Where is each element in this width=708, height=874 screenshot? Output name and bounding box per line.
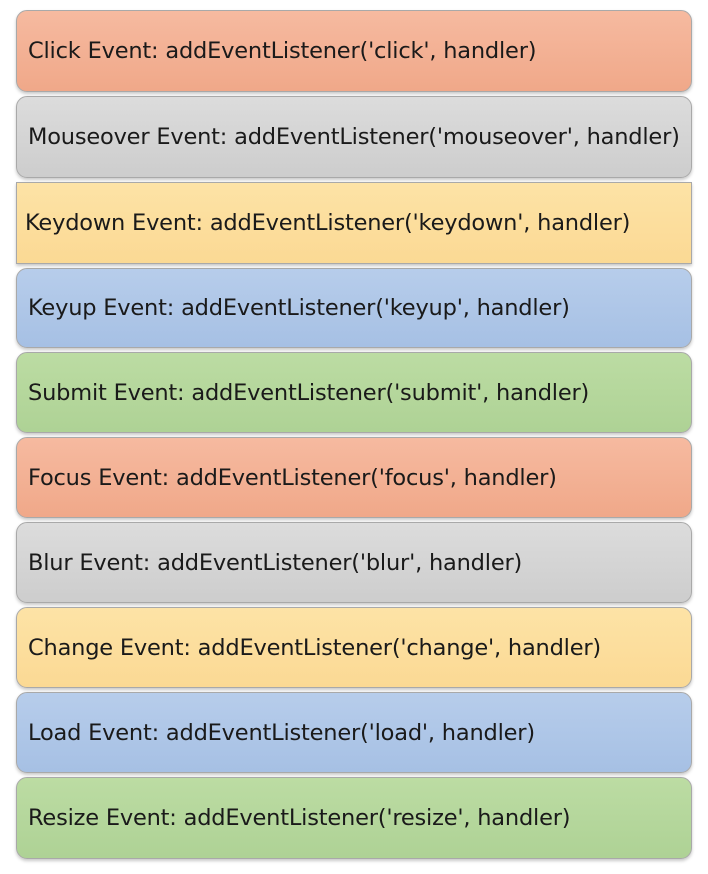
event-card-load: Load Event: addEventListener('load', han…: [16, 692, 692, 773]
event-label-focus: Focus Event: addEventListener('focus', h…: [28, 464, 557, 491]
event-card-blur: Blur Event: addEventListener('blur', han…: [16, 522, 692, 603]
event-label-keydown: Keydown Event: addEventListener('keydown…: [25, 210, 631, 236]
event-label-mouseover: Mouseover Event: addEventListener('mouse…: [28, 124, 680, 150]
event-card-resize: Resize Event: addEventListener('resize',…: [16, 777, 692, 859]
event-card-mouseover: Mouseover Event: addEventListener('mouse…: [16, 96, 692, 178]
event-label-submit: Submit Event: addEventListener('submit',…: [28, 379, 590, 406]
event-label-change: Change Event: addEventListener('change',…: [28, 634, 601, 661]
event-card-keyup: Keyup Event: addEventListener('keyup', h…: [16, 268, 692, 348]
event-card-click: Click Event: addEventListener('click', h…: [16, 10, 692, 92]
event-card-focus: Focus Event: addEventListener('focus', h…: [16, 437, 692, 518]
event-card-change: Change Event: addEventListener('change',…: [16, 607, 692, 688]
event-label-load: Load Event: addEventListener('load', han…: [28, 719, 535, 746]
event-label-click: Click Event: addEventListener('click', h…: [28, 38, 537, 64]
event-card-submit: Submit Event: addEventListener('submit',…: [16, 352, 692, 433]
event-label-resize: Resize Event: addEventListener('resize',…: [28, 805, 571, 831]
event-label-blur: Blur Event: addEventListener('blur', han…: [28, 549, 523, 576]
event-card-keydown: Keydown Event: addEventListener('keydown…: [16, 182, 692, 264]
event-label-keyup: Keyup Event: addEventListener('keyup', h…: [28, 295, 570, 321]
